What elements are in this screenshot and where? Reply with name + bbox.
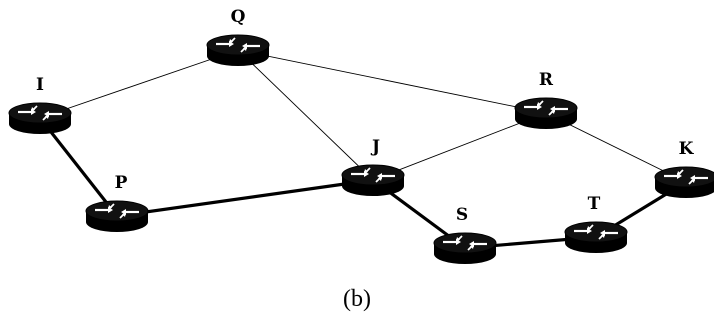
edge-q-r — [237, 49, 547, 114]
router-node-t: T — [563, 194, 629, 255]
router-icon — [205, 33, 271, 68]
figure-caption: (b) — [343, 286, 371, 312]
node-label: T — [588, 194, 601, 214]
edge-i-p — [38, 117, 119, 217]
router-icon — [340, 163, 406, 198]
node-label: R — [539, 70, 554, 90]
router-node-r: R — [513, 70, 579, 131]
edge-i-q — [39, 49, 239, 119]
node-label: K — [679, 139, 695, 159]
router-icon — [432, 231, 498, 266]
router-node-k: K — [653, 139, 714, 200]
edge-r-j — [372, 112, 547, 181]
router-icon — [7, 101, 73, 136]
router-icon — [563, 220, 629, 255]
node-label: I — [36, 75, 44, 95]
node-label: J — [370, 137, 380, 157]
edge-p-j — [116, 178, 374, 218]
router-icon — [653, 165, 714, 200]
router-node-q: Q — [205, 7, 271, 68]
edge-q-j — [237, 49, 374, 181]
node-label: S — [456, 205, 468, 225]
node-label: P — [115, 173, 128, 193]
router-node-p: P — [84, 173, 150, 234]
router-icon — [513, 96, 579, 131]
nodes-layer: I Q R K P J S T — [7, 7, 714, 266]
router-icon — [84, 199, 150, 234]
router-node-s: S — [432, 205, 498, 266]
router-node-i: I — [7, 75, 73, 136]
router-node-j: J — [340, 137, 406, 198]
node-label: Q — [231, 7, 246, 27]
